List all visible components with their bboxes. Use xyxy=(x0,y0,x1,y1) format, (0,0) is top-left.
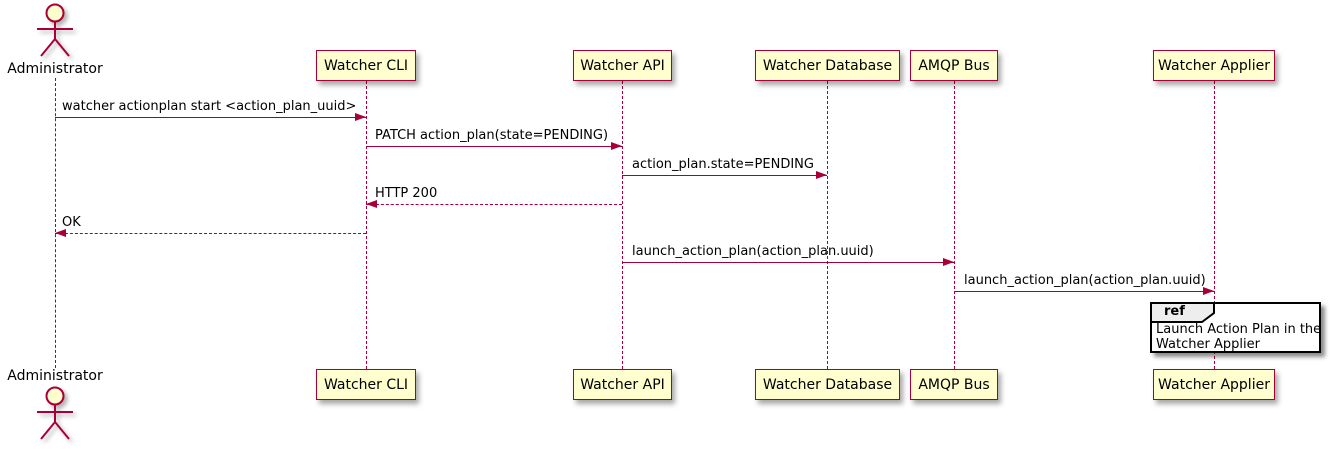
actor-label-bottom: Administrator xyxy=(7,368,103,384)
lifeline-watcher-api xyxy=(622,81,623,369)
lifeline-watcher-cli xyxy=(366,81,367,369)
participant-amqp-bus-top: AMQP Bus xyxy=(910,50,998,81)
message-label: launch_action_plan(action_plan.uuid) xyxy=(632,244,874,259)
message-line xyxy=(366,204,622,205)
message-label: action_plan.state=PENDING xyxy=(632,157,814,172)
arrowhead-icon xyxy=(1203,287,1214,295)
message-line xyxy=(366,146,622,147)
arrowhead-icon xyxy=(366,200,377,208)
participant-watcher-database-bottom: Watcher Database xyxy=(755,369,900,400)
message-line xyxy=(622,175,827,176)
message-label: launch_action_plan(action_plan.uuid) xyxy=(964,273,1206,288)
arrowhead-icon xyxy=(55,229,66,237)
lifeline-administrator xyxy=(55,78,56,368)
participant-watcher-database-top: Watcher Database xyxy=(755,50,900,81)
message-line xyxy=(954,291,1214,292)
message-line xyxy=(55,117,366,118)
message-label: HTTP 200 xyxy=(375,186,438,201)
message-line xyxy=(55,233,366,234)
ref-text-line: Launch Action Plan in the xyxy=(1156,322,1322,337)
ref-header-pentagon xyxy=(1150,302,1215,323)
actor-icon xyxy=(37,3,73,57)
participant-amqp-bus-bottom: AMQP Bus xyxy=(910,369,998,400)
message-label: PATCH action_plan(state=PENDING) xyxy=(375,128,609,143)
participant-watcher-api-top: Watcher API xyxy=(573,50,672,81)
ref-text-line: Watcher Applier xyxy=(1156,337,1260,352)
ref-fragment: ref Launch Action Plan in the Watcher Ap… xyxy=(1150,302,1321,353)
message-label: watcher actionplan start <action_plan_uu… xyxy=(62,99,357,114)
actor-icon xyxy=(37,386,73,440)
arrowhead-icon xyxy=(943,258,954,266)
actor-label-top: Administrator xyxy=(7,61,103,77)
participant-watcher-applier-bottom: Watcher Applier xyxy=(1153,369,1275,400)
lifeline-watcher-applier xyxy=(1214,81,1215,369)
arrowhead-icon xyxy=(611,142,622,150)
ref-keyword: ref xyxy=(1164,304,1185,319)
participant-watcher-cli-top: Watcher CLI xyxy=(316,50,416,81)
message-label: OK xyxy=(62,215,81,230)
arrowhead-icon xyxy=(355,113,366,121)
lifeline-watcher-database xyxy=(827,81,828,369)
participant-watcher-api-bottom: Watcher API xyxy=(573,369,672,400)
lifeline-amqp-bus xyxy=(954,81,955,369)
arrowhead-icon xyxy=(816,171,827,179)
participant-watcher-applier-top: Watcher Applier xyxy=(1153,50,1275,81)
message-line xyxy=(622,262,954,263)
participant-watcher-cli-bottom: Watcher CLI xyxy=(316,369,416,400)
